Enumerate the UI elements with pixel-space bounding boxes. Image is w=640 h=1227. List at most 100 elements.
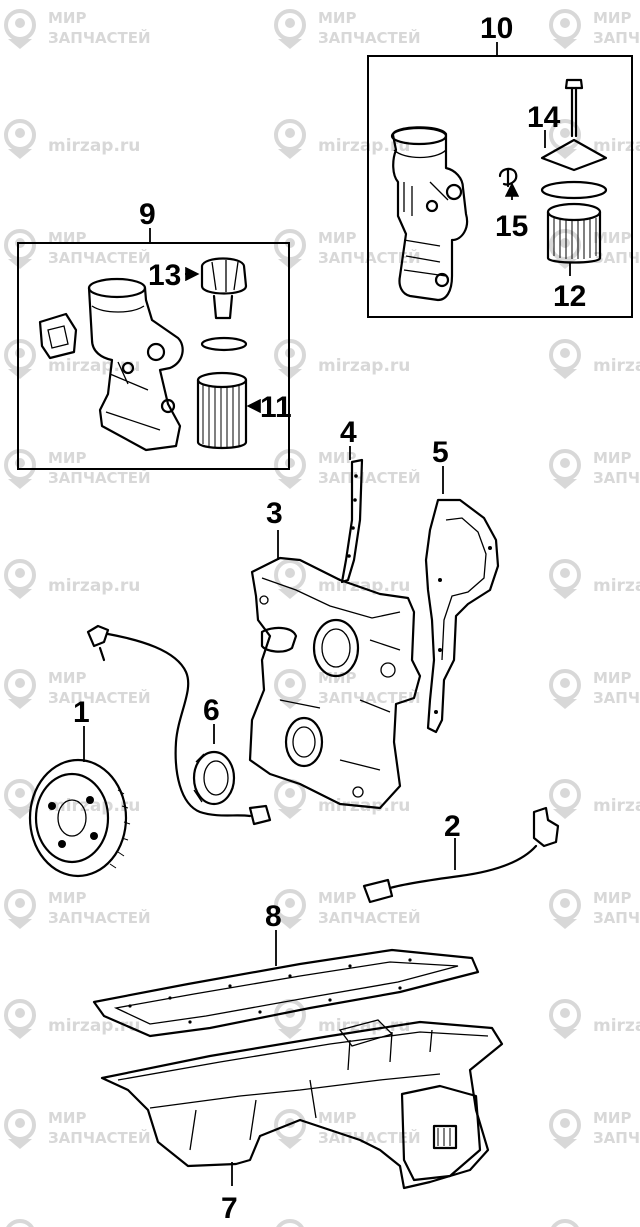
watermark-text: ЗАПЧАСТЕЙ <box>318 688 421 707</box>
watermark-logo-icon <box>274 1219 306 1227</box>
watermark-logo-icon <box>274 1109 306 1151</box>
watermark-text: МИР <box>318 1109 356 1127</box>
watermark-text: МИР <box>48 229 86 247</box>
watermark-tile: mirzap.ru <box>549 1219 581 1227</box>
watermark-text: МИР <box>48 9 86 27</box>
watermark-url: mirzap.ru <box>593 796 640 816</box>
timing-cover <box>248 530 422 810</box>
watermark-logo-icon <box>274 559 306 601</box>
watermark-url: mirzap.ru <box>48 576 140 596</box>
watermark-logo-icon <box>274 779 306 821</box>
watermark-tile: mirzap.ru <box>4 779 140 821</box>
callout-7: 7 <box>221 1192 238 1225</box>
watermark-tile: mirzap.ru <box>274 779 410 821</box>
watermark-tile: mirzap.ru <box>4 339 140 381</box>
watermark-logo-icon <box>274 999 306 1041</box>
callout-10: 10 <box>480 12 513 45</box>
watermark-text: МИР <box>593 9 631 27</box>
watermark-logo-icon <box>4 1219 36 1227</box>
watermark-tile: mirzap.ru <box>549 119 640 161</box>
watermark-logo-icon <box>4 1109 36 1151</box>
callout-9: 9 <box>139 198 156 231</box>
watermark-url: mirzap.ru <box>593 356 640 376</box>
watermark-text: ЗАПЧАСТЕЙ <box>318 908 421 927</box>
watermark-text: МИР <box>48 449 86 467</box>
watermark-url: mirzap.ru <box>318 136 410 156</box>
watermark-text: МИР <box>318 449 356 467</box>
watermark-text: МИР <box>48 889 86 907</box>
callout-15: 15 <box>495 210 528 243</box>
filter-housing-box-left <box>17 228 290 470</box>
watermark-logo-icon <box>549 1219 581 1227</box>
callout-5: 5 <box>432 436 449 469</box>
position-sensor-wire <box>86 624 272 826</box>
watermark-logo-icon <box>549 9 581 51</box>
watermark-logo-icon <box>4 339 36 381</box>
cover-gasket-strip <box>340 446 364 584</box>
watermark-tile: mirzap.ru <box>549 779 640 821</box>
cover-gasket <box>424 466 500 734</box>
watermark-tile: mirzap.ru <box>549 339 640 381</box>
watermark-logo-icon <box>274 119 306 161</box>
watermark-logo-icon <box>4 669 36 711</box>
watermark-tile: mirzap.ru <box>4 1219 36 1227</box>
watermark-url: mirzap.ru <box>48 356 140 376</box>
watermark-layer: МИРЗАПЧАСТЕЙmirzap.ruМИРЗАПЧАСТЕЙmirzap.… <box>4 9 640 1227</box>
watermark-logo-icon <box>274 9 306 51</box>
crankshaft-pulley <box>28 726 131 878</box>
watermark-logo-icon <box>4 889 36 931</box>
watermark-logo-icon <box>549 999 581 1041</box>
watermark-text: МИР <box>318 889 356 907</box>
watermark-tile: mirzap.ru <box>549 559 640 601</box>
watermark-logo-icon <box>4 999 36 1041</box>
watermark-text: МИР <box>593 669 631 687</box>
watermark-logo-icon <box>4 229 36 271</box>
watermark-tile: mirzap.ru <box>274 119 410 161</box>
watermark-logo-icon <box>549 779 581 821</box>
watermark-url: mirzap.ru <box>318 356 410 376</box>
watermark-logo-icon <box>549 1109 581 1151</box>
callout-11: 11 <box>260 391 292 424</box>
watermark-text: ЗАПЧАСТЕЙ <box>593 468 640 487</box>
oil-pan <box>100 1019 504 1190</box>
watermark-text: МИР <box>593 1109 631 1127</box>
watermark-logo-icon <box>4 119 36 161</box>
watermark-text: ЗАПЧАСТЕЙ <box>318 1128 421 1147</box>
watermark-text: ЗАПЧАСТЕЙ <box>48 28 151 47</box>
watermark-tile: mirzap.ru <box>274 1219 306 1227</box>
watermark-text: ЗАПЧАСТЕЙ <box>593 1128 640 1147</box>
watermark-logo-icon <box>549 339 581 381</box>
callout-8: 8 <box>265 900 282 933</box>
watermark-url: mirzap.ru <box>593 1016 640 1036</box>
watermark-logo-icon <box>549 669 581 711</box>
callout-4: 4 <box>340 416 357 449</box>
watermark-url: mirzap.ru <box>318 576 410 596</box>
watermark-text: МИР <box>318 9 356 27</box>
callout-6: 6 <box>203 694 220 727</box>
watermark-tile: mirzap.ru <box>274 339 410 381</box>
watermark-logo-icon <box>549 889 581 931</box>
watermark-text: ЗАПЧАСТЕЙ <box>318 468 421 487</box>
watermark-text: ЗАПЧАСТЕЙ <box>48 468 151 487</box>
watermark-logo-icon <box>4 9 36 51</box>
watermark-text: ЗАПЧАСТЕЙ <box>593 28 640 47</box>
watermark-text: МИР <box>593 449 631 467</box>
crankshaft-seal <box>192 724 236 806</box>
watermark-logo-icon <box>4 559 36 601</box>
callout-13: 13 <box>148 259 181 292</box>
filter-housing-box-upper <box>367 42 633 318</box>
watermark-tile: mirzap.ru <box>4 559 140 601</box>
